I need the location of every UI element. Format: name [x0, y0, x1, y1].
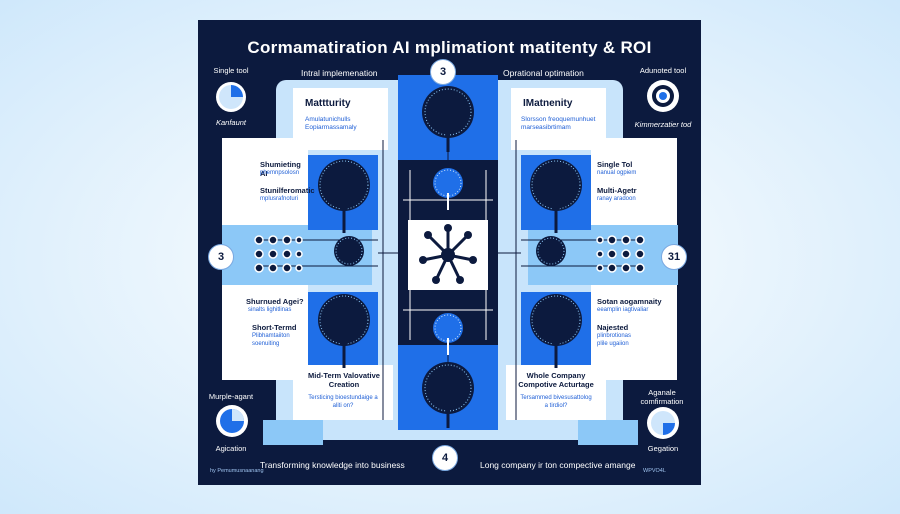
footer-tiny-left: hy Pemumusnaanang [210, 468, 264, 474]
side-box-left-top: Shumieting AI phemnpsolosn Stunilferomat… [222, 138, 315, 225]
panel-sky-left-strip [263, 420, 323, 445]
header-left: Intral implemenation [301, 68, 378, 78]
corner-bottom-left-label: Murple-agant [208, 392, 254, 401]
corner-top-left-sublabel: Kanfaunt [215, 118, 247, 127]
target-icon [647, 80, 679, 112]
bottom-card-left-sub: Tersticing bioestundaige a aliti on? [308, 395, 378, 409]
bottom-card-right-title: Whole Company Compotive Acturtage [518, 371, 594, 389]
side-right-top-1-title: Single Tol [597, 160, 633, 169]
side-left-top-1-title: Shumieting AI [260, 160, 301, 178]
side-right-bottom-1-title: Sotan aogamnaity [597, 297, 662, 306]
tree-icon-right-bottom [530, 294, 582, 368]
step-number-bottom: 4 [432, 445, 458, 471]
pie-gauge-icon [216, 405, 248, 437]
tree-icon-mid-right [536, 236, 566, 266]
card-maturity-left-title: Mattturity [305, 98, 351, 109]
tree-icon-center-top [422, 86, 474, 152]
tree-icon-mid-left [334, 236, 364, 266]
side-left-top-2-sub: mplusrafnoturi [260, 196, 299, 202]
side-left-bottom-1-sub: sinalts lighitlinas [248, 307, 292, 313]
tree-icon-left-top [318, 159, 370, 233]
card-maturity-right: IMatnenity Slorsson freoquemunhuet marse… [511, 88, 606, 150]
bottom-card-right: Whole Company Compotive Acturtage Tersam… [506, 365, 606, 420]
side-left-top-2-title: Stunilferomatic [260, 186, 315, 195]
side-right-top-1-sub: nanual ogpiem [597, 170, 637, 176]
progress-gauge-icon [647, 407, 679, 439]
tree-icon-left-bottom [318, 294, 370, 368]
side-right-bottom-1-sub: eeamplin iagtivaliar [597, 307, 649, 313]
bottom-card-right-sub: Tersammed bivesusattolog a tirdiol? [520, 395, 592, 409]
corner-top-right-label: Adunoted tool [639, 66, 687, 75]
bottom-card-left: Mid-Term Valovative Creation Tersticing … [293, 365, 393, 420]
side-right-bottom-2-title: Najested [597, 323, 629, 332]
tree-icon-center-lower [433, 313, 463, 355]
corner-bottom-right-label: Aganale comfirmation [640, 388, 684, 406]
corner-top-left-label: Single tool [213, 66, 249, 75]
card-maturity-right-title: IMatnenity [523, 98, 573, 109]
corner-bottom-left-sublabel: Agication [215, 444, 247, 453]
side-right-bottom-2-sub: plinbrotionas plile ugaiion [597, 333, 632, 347]
side-left-top-1-sub: phemnpsolosn [260, 170, 300, 176]
gauge-icon [216, 82, 246, 112]
side-left-bottom-1-title: Shurnued Agei? [246, 297, 304, 306]
infographic-poster: Cormamatiration AI mplimationt matitenty… [198, 20, 701, 485]
header-right: Oprational optimation [503, 68, 584, 78]
footer-tiny-right: WPVO4L [643, 468, 666, 474]
footer-left-text: Transforming knowledge into business [260, 460, 405, 470]
step-number-right: 31 [661, 244, 687, 270]
node-dots-right [596, 235, 645, 273]
card-maturity-right-line2: marseasibrtimam [521, 124, 571, 131]
connector-lines [258, 100, 643, 420]
side-right-top-2-title: Multi-Agetr [597, 186, 637, 195]
tree-icon-center-upper [433, 168, 463, 210]
card-maturity-left: Mattturity Amulatunichulls Eopiarmassama… [293, 88, 388, 150]
side-left-bottom-2-title: Short-Termd [252, 323, 297, 332]
footer-right-text: Long company ir ton compective amange [480, 460, 636, 470]
card-maturity-left-line2: Eopiarmassamaly [305, 124, 357, 131]
step-number-top: 3 [430, 59, 456, 85]
side-right-top-2-sub: ranay aradoon [597, 196, 636, 202]
side-box-right-bottom: Sotan aogamnaity eeamplin iagtivaliar Na… [591, 285, 677, 380]
side-left-bottom-2-sub: Plibhamtaiiton soenuiting [252, 333, 290, 347]
side-box-right-top: Single Tol nanual ogpiem Multi-Agetr ran… [591, 138, 677, 225]
node-dots-left [254, 235, 303, 273]
bottom-card-left-title: Mid-Term Valovative Creation [308, 371, 380, 389]
poster-title: Cormamatiration AI mplimationt matitenty… [247, 38, 652, 57]
card-maturity-right-line1: Slorsson freoquemunhuet [521, 116, 596, 123]
step-number-left: 3 [208, 244, 234, 270]
tree-icon-right-top [530, 159, 582, 233]
side-box-left-bottom: Shurnued Agei? sinalts lighitlinas Short… [222, 285, 308, 380]
tree-icon-center-bottom [422, 362, 474, 428]
corner-top-right-sublabel: Kimmerzatier tod [634, 120, 692, 129]
panel-sky-right-strip [578, 420, 638, 445]
card-maturity-left-line1: Amulatunichulls [305, 116, 351, 123]
central-network-icon [408, 220, 488, 290]
corner-bottom-right-sublabel: Gegation [647, 444, 679, 453]
